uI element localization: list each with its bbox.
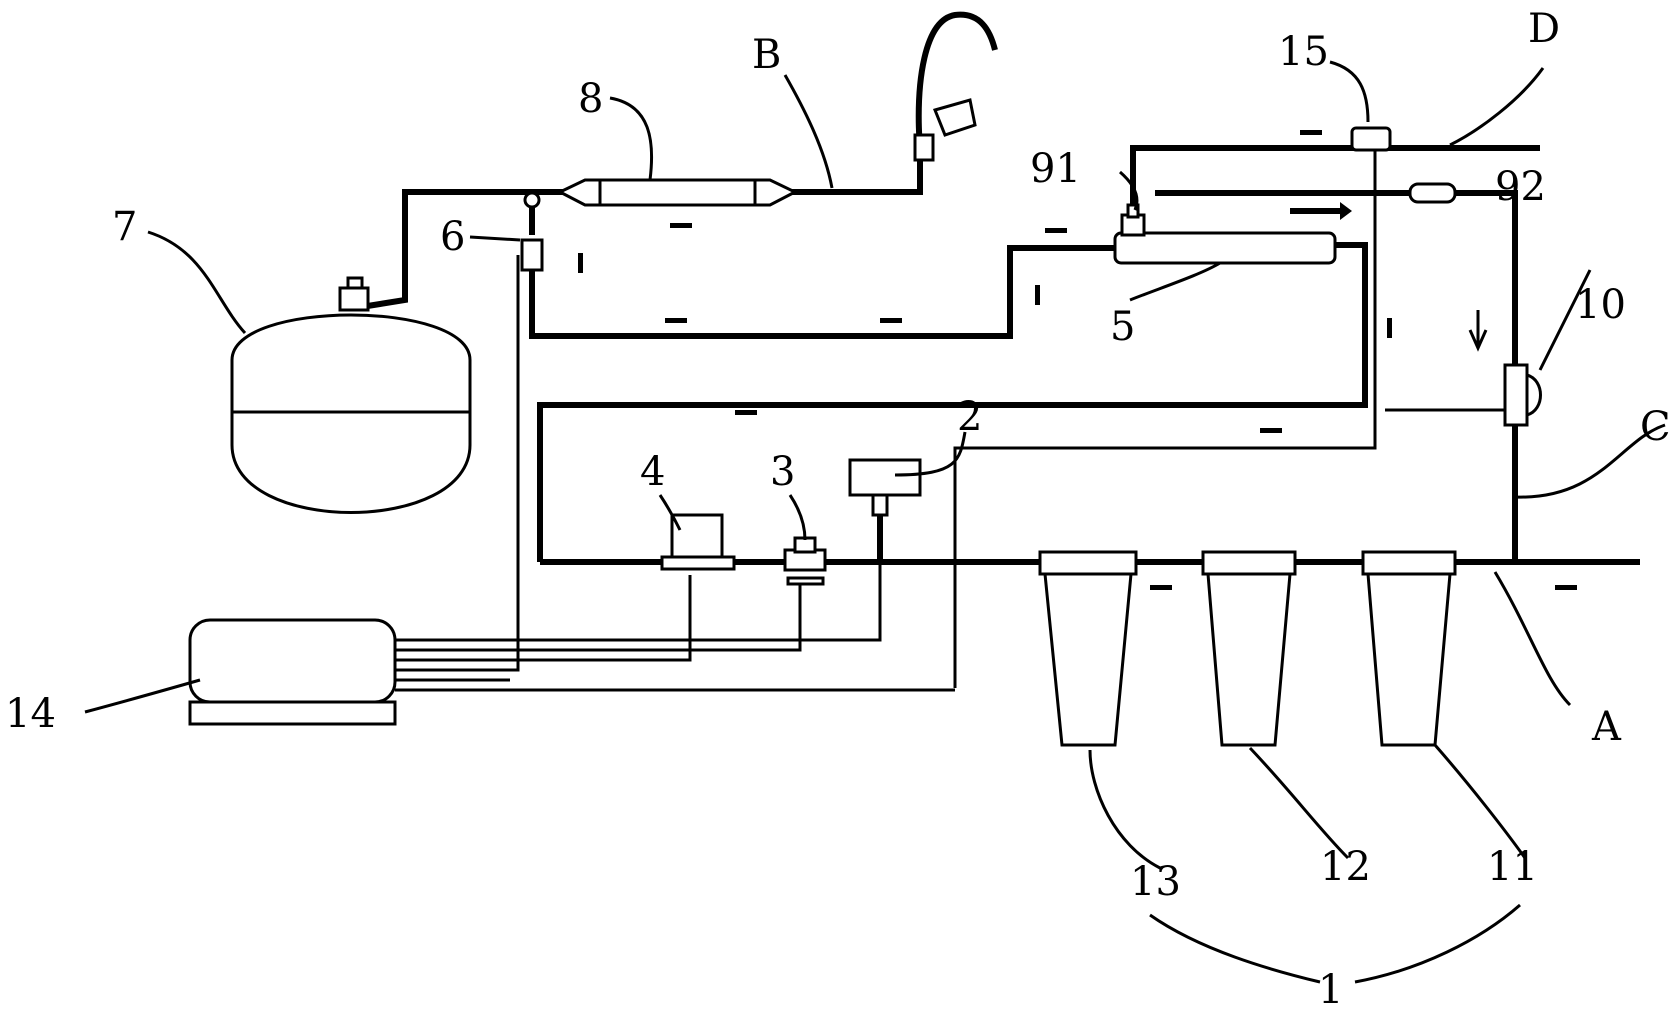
prefilter-cartridge-12 bbox=[1201, 550, 1297, 747]
label-92: 92 bbox=[1495, 164, 1546, 210]
flow-arrow bbox=[670, 223, 692, 228]
label-c: C bbox=[1640, 404, 1671, 450]
post-carbon-filter bbox=[556, 178, 799, 207]
control-wire-2 bbox=[395, 585, 802, 652]
label-b: B bbox=[752, 32, 781, 78]
label-6: 6 bbox=[440, 214, 465, 260]
faucet-handle bbox=[913, 98, 977, 162]
control-wire-4 bbox=[395, 255, 520, 672]
flow-arrow bbox=[1035, 285, 1040, 305]
flow-arrow bbox=[578, 253, 583, 273]
flow-arrow bbox=[880, 318, 902, 323]
tds-sensor-15 bbox=[1350, 126, 1392, 152]
label-8: 8 bbox=[578, 76, 603, 122]
control-wire-1 bbox=[395, 560, 882, 642]
label-12: 12 bbox=[1320, 844, 1371, 890]
membrane-outlet-pipe bbox=[529, 245, 1115, 339]
pressure-valve-3 bbox=[783, 536, 827, 586]
booster-pump-4 bbox=[660, 513, 736, 571]
reference-labels: 7 8 6 B 91 15 D 92 10 5 C 2 3 4 14 A 11 … bbox=[5, 6, 1671, 1009]
flow-arrow bbox=[1555, 585, 1577, 590]
components bbox=[188, 98, 1542, 747]
label-a: A bbox=[1591, 704, 1622, 750]
concentrate-pipe bbox=[1130, 145, 1540, 215]
check-valve bbox=[520, 191, 544, 272]
pressure-switch-10 bbox=[1503, 363, 1542, 427]
prefilter-cartridge-11 bbox=[1361, 550, 1457, 747]
label-14: 14 bbox=[5, 691, 56, 737]
flow-arrow bbox=[665, 318, 687, 323]
pure-water-pipe bbox=[354, 189, 575, 311]
label-15: 15 bbox=[1278, 29, 1329, 75]
flow-arrow bbox=[735, 410, 757, 415]
control-wire-3 bbox=[395, 575, 692, 662]
ro-membrane bbox=[1113, 231, 1337, 265]
label-1: 1 bbox=[1318, 967, 1343, 1009]
inlet-solenoid-2 bbox=[848, 458, 922, 517]
post-filter-to-faucet-pipe bbox=[770, 150, 923, 195]
label-11: 11 bbox=[1487, 844, 1538, 890]
leader-lines bbox=[84, 60, 1666, 984]
return-pipe bbox=[953, 148, 1377, 688]
flow-restrictor-92 bbox=[1408, 182, 1457, 204]
label-5: 5 bbox=[1110, 304, 1135, 350]
flow-arrows bbox=[578, 130, 1577, 590]
flow-arrow-down bbox=[1468, 310, 1488, 352]
label-7: 7 bbox=[112, 204, 137, 250]
waste-outlet-pipe bbox=[1455, 190, 1518, 375]
flow-arrow bbox=[1290, 202, 1352, 220]
label-91: 91 bbox=[1030, 146, 1081, 192]
label-2: 2 bbox=[957, 394, 982, 440]
label-3: 3 bbox=[770, 449, 795, 495]
prefilter-cartridge-13 bbox=[1038, 550, 1138, 747]
label-d: D bbox=[1528, 6, 1560, 52]
label-10: 10 bbox=[1575, 282, 1626, 328]
faucet-neck bbox=[915, 11, 998, 151]
flow-arrow bbox=[1387, 318, 1392, 338]
pump-to-membrane-pipe bbox=[537, 242, 1368, 562]
control-box-14 bbox=[188, 618, 397, 726]
label-13: 13 bbox=[1130, 859, 1181, 905]
flow-arrow bbox=[1300, 130, 1322, 135]
waste-valve-91 bbox=[1120, 203, 1146, 237]
label-4: 4 bbox=[640, 449, 665, 495]
flow-arrow bbox=[1260, 428, 1282, 433]
flow-arrow bbox=[1150, 585, 1172, 590]
storage-tank bbox=[230, 276, 472, 514]
flow-arrow bbox=[1045, 228, 1067, 233]
